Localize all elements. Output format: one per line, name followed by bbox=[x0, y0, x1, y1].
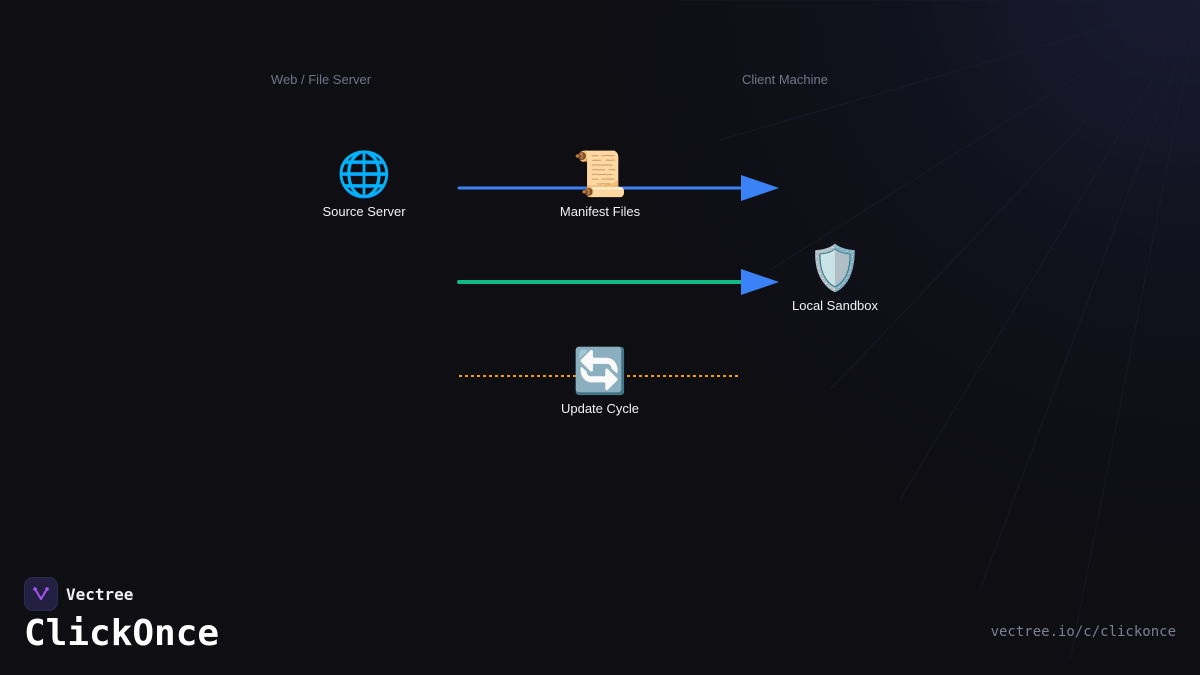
vectree-logo-glyph bbox=[33, 587, 49, 600]
edge-deploy-flow[interactable] bbox=[457, 175, 779, 201]
edge-install-flow[interactable] bbox=[457, 269, 779, 295]
node-label-manifest-files: Manifest Files bbox=[559, 204, 641, 219]
region-label-client: Client Machine bbox=[742, 72, 828, 87]
scroll-icon: 📜 bbox=[572, 149, 628, 200]
node-label-local-sandbox: Local Sandbox bbox=[791, 298, 879, 313]
region-label-server: Web / File Server bbox=[270, 72, 372, 87]
node-manifest-files[interactable]: 📜 Manifest Files bbox=[559, 149, 641, 220]
edge-deploy-arrowhead bbox=[741, 175, 779, 201]
refresh-arrows-icon: 🔄 bbox=[572, 346, 628, 397]
node-label-update-cycle: Update Cycle bbox=[560, 401, 640, 416]
vectree-logo-icon bbox=[24, 577, 58, 611]
node-label-source-server: Source Server bbox=[322, 204, 406, 219]
shield-icon: 🛡️ bbox=[807, 243, 863, 294]
brand: Vectree bbox=[24, 577, 133, 611]
node-source-server[interactable]: 🌐 Source Server bbox=[322, 149, 406, 220]
page-url[interactable]: vectree.io/c/clickonce bbox=[990, 624, 1176, 640]
globe-icon: 🌐 bbox=[336, 149, 392, 200]
page-title: ClickOnce bbox=[24, 613, 220, 654]
edge-install-arrowhead bbox=[741, 269, 779, 295]
node-update-cycle[interactable]: 🔄 Update Cycle bbox=[560, 346, 640, 417]
node-local-sandbox[interactable]: 🛡️ Local Sandbox bbox=[791, 243, 879, 314]
brand-name: Vectree bbox=[66, 584, 134, 604]
